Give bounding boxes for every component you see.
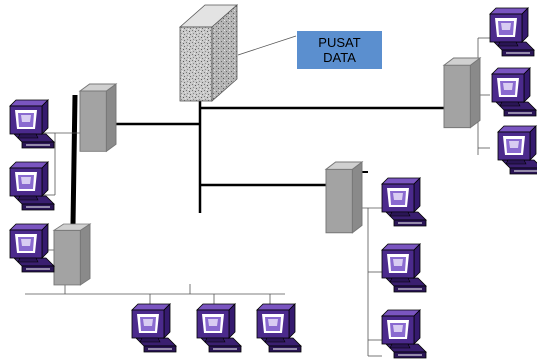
computer-icon bbox=[256, 303, 302, 353]
hub-left-icon bbox=[79, 83, 117, 152]
data-center-tower-icon bbox=[178, 4, 239, 102]
hub-middle-icon bbox=[325, 161, 363, 234]
computer-icon bbox=[381, 177, 427, 227]
computer-icon bbox=[489, 7, 535, 57]
data-center-label-line2: DATA bbox=[323, 50, 356, 65]
computer-icon bbox=[196, 303, 242, 353]
computer-icon bbox=[381, 309, 427, 359]
computer-icon bbox=[491, 67, 537, 117]
data-center-label: PUSAT DATA bbox=[297, 31, 382, 69]
computer-icon bbox=[9, 99, 55, 149]
hub-bottom-left-icon bbox=[53, 223, 91, 286]
computer-icon bbox=[9, 161, 55, 211]
left-trunk bbox=[70, 94, 78, 226]
hub-right-icon bbox=[443, 57, 481, 129]
computer-icon bbox=[381, 243, 427, 293]
data-center-label-line1: PUSAT bbox=[318, 35, 361, 50]
computer-icon bbox=[497, 125, 537, 175]
computer-icon bbox=[131, 303, 177, 353]
computer-icon bbox=[9, 223, 55, 273]
